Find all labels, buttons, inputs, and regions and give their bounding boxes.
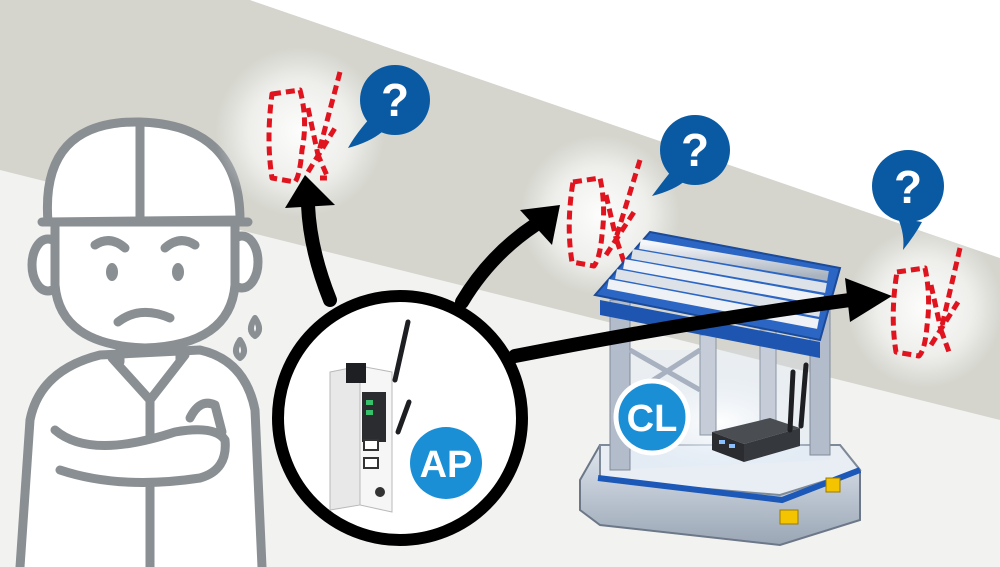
cl-badge: CL xyxy=(613,378,691,456)
ap-badge-label: AP xyxy=(420,444,473,486)
wall-top xyxy=(250,0,1000,258)
question-mark-2: ? xyxy=(681,124,709,176)
question-mark-1: ? xyxy=(381,74,409,126)
agv-conveyor-robot-icon xyxy=(579,230,862,547)
question-bubble-2: ? xyxy=(652,115,730,196)
access-point-group: AP xyxy=(272,290,528,546)
question-bubble-1: ? xyxy=(348,65,430,148)
client-target-3 xyxy=(847,228,1000,388)
signal-arrows xyxy=(301,198,857,363)
arrow-head-2 xyxy=(520,205,560,245)
access-point-device-icon xyxy=(329,319,412,513)
arrow-head-1 xyxy=(285,175,335,208)
arrow-to-client-2 xyxy=(455,218,542,309)
wireless-client-device-icon xyxy=(712,362,809,462)
question-bubble-3: ? xyxy=(872,150,944,250)
arrow-to-client-1 xyxy=(301,198,337,307)
confused-worker-icon xyxy=(15,117,267,567)
cl-badge-label: CL xyxy=(627,398,678,440)
arrow-to-client-3 xyxy=(508,293,857,363)
question-mark-3: ? xyxy=(894,161,922,213)
client-target-1 xyxy=(215,47,385,217)
arrow-head-3 xyxy=(845,278,892,322)
arrow-heads xyxy=(285,175,892,322)
ap-badge: AP xyxy=(410,427,482,499)
